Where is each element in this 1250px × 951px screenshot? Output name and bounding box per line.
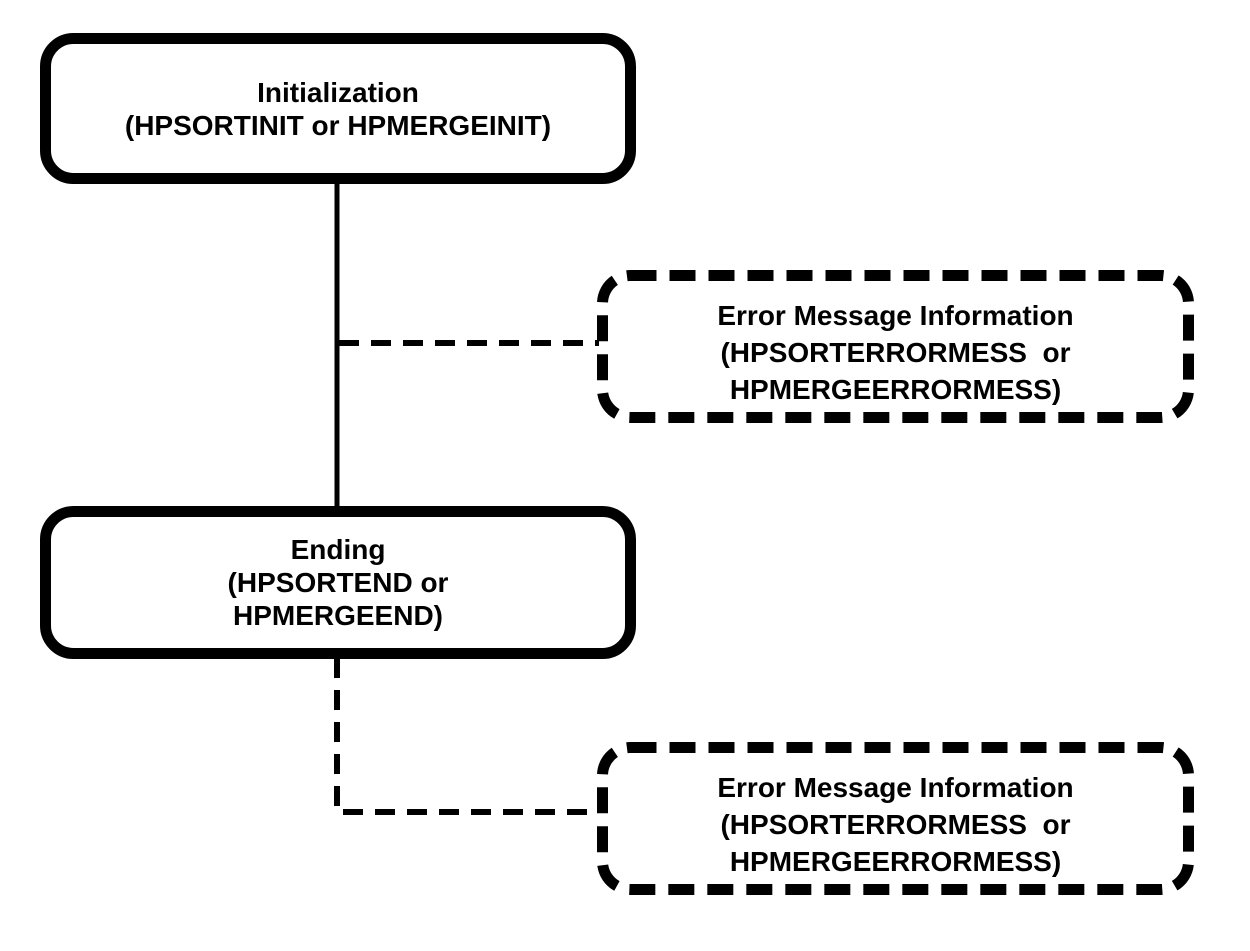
connector-ending-to-error-bottom: [334, 658, 599, 815]
ending-box-border: [40, 506, 636, 659]
error-message-bottom-box-border: [597, 742, 1194, 895]
initialization-box-border: [40, 33, 636, 184]
error-message-top-box-border: [597, 270, 1194, 423]
